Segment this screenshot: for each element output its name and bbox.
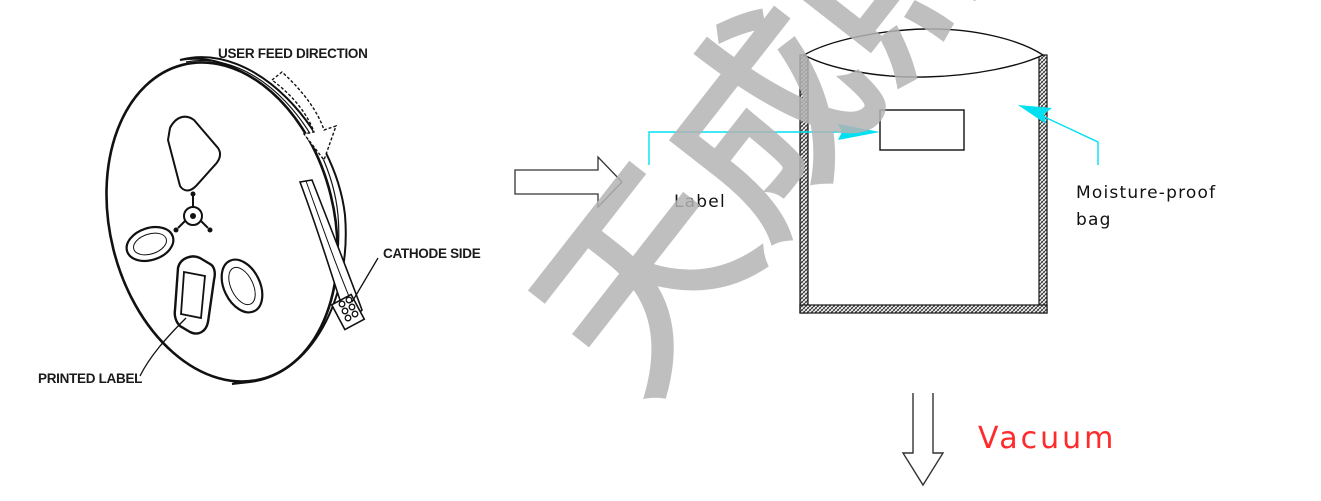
bag-callout-text-line1: Moisture-proof [1076,183,1216,203]
feed-direction-arrow [270,71,338,162]
bag-callout-text-line2: bag [1076,210,1112,230]
bag-leader [1018,105,1099,165]
reel-window-top [166,115,222,192]
label-callout-text: Label [674,192,726,212]
carrier-tape [298,179,366,331]
feed-direction-label: USER FEED DIRECTION [218,46,368,61]
reel-flange [105,61,339,383]
vacuum-label: Vacuum [978,421,1116,456]
cathode-side-label: CATHODE SIDE [383,246,481,261]
printed-label-caption: PRINTED LABEL [38,371,142,386]
reel-hole-left [125,225,175,263]
label-leader [648,124,880,165]
printed-label-rect [180,270,206,320]
reel-illustration: USER FEED DIRECTION CATHODE SIDE PRINTED… [38,46,481,386]
process-arrow-right [514,155,623,209]
vacuum-down-arrow [901,393,945,487]
reel-hub [173,191,213,233]
printed-label-leader [139,317,187,377]
cathode-leader [351,257,379,303]
moisture-proof-bag [799,28,1048,314]
bag-label-rect [879,109,965,151]
bag-opening [802,28,1045,78]
reel-hole-right [220,258,264,314]
